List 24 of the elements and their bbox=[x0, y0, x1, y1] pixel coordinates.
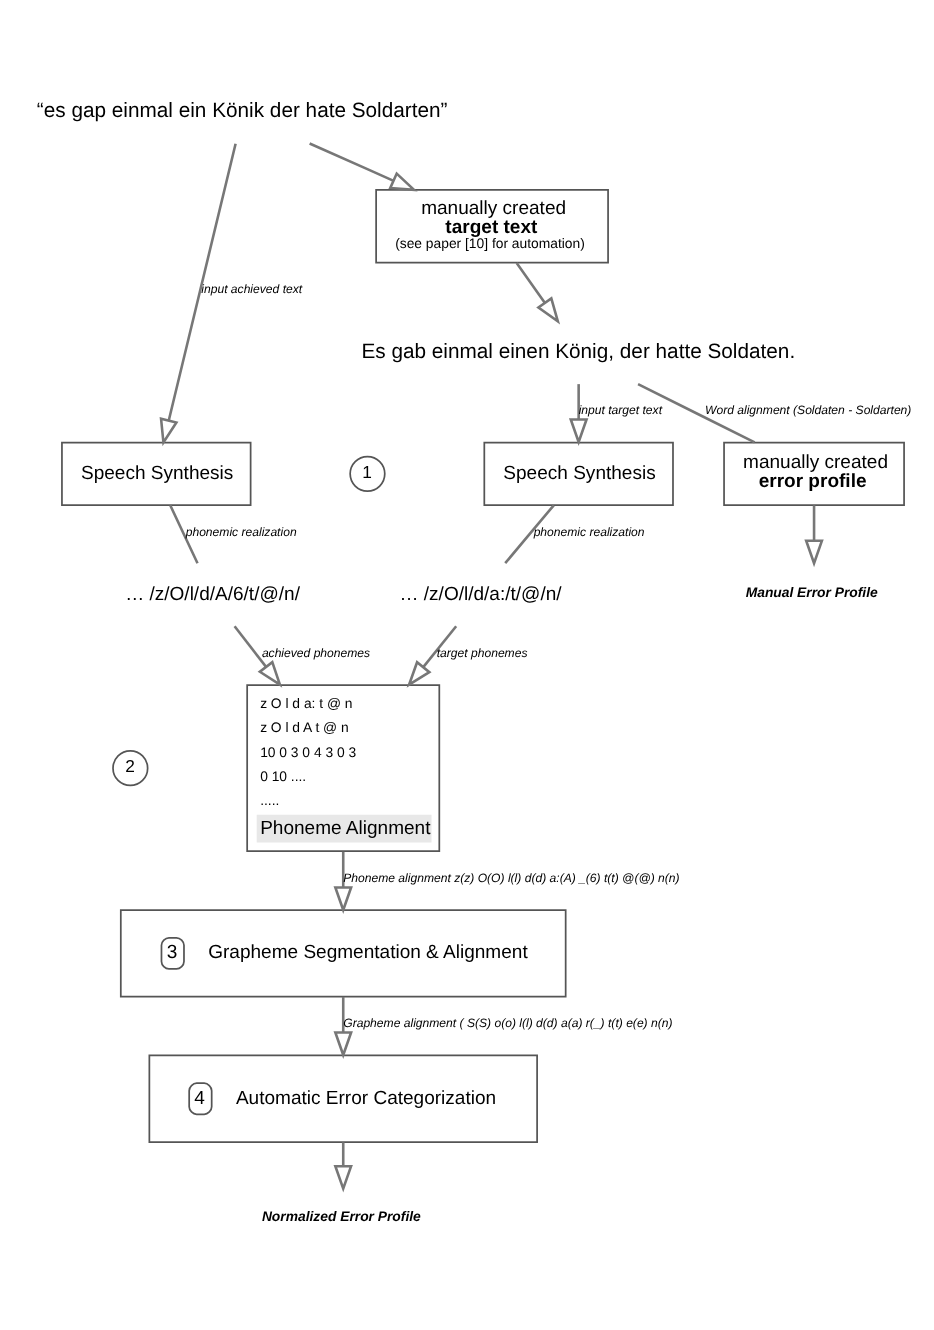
node-text: … /z/O/l/d/a:/t/@/n/ bbox=[399, 582, 562, 605]
arrow bbox=[309, 141, 418, 191]
node-text: “es gap einmal ein Könik der hate Soldarten” bbox=[36, 100, 448, 123]
node-text: … /z/O/l/d/A/6/t/@/n/ bbox=[125, 582, 300, 605]
node-box: 4 Automatic Error Categorization bbox=[148, 1053, 538, 1142]
node-box: 3 Grapheme Segmentation & Alignment bbox=[119, 908, 567, 997]
connector bbox=[169, 503, 199, 563]
arrow bbox=[568, 383, 589, 445]
connector bbox=[504, 503, 555, 564]
node-box: Speech Synthesis bbox=[61, 440, 252, 505]
node-box: Speech Synthesis bbox=[483, 440, 674, 505]
arrow bbox=[333, 995, 353, 1058]
arrow bbox=[159, 142, 237, 446]
arrow bbox=[333, 850, 353, 913]
arrow bbox=[515, 261, 561, 324]
label: 2 bbox=[125, 755, 135, 776]
connector bbox=[637, 381, 756, 443]
arrow bbox=[804, 504, 824, 567]
arrow bbox=[406, 624, 458, 687]
node-text: Es gab einmal einen König, der hatte Soldaten. bbox=[361, 341, 796, 364]
node-box: manually created error profile bbox=[723, 440, 905, 505]
arrow bbox=[333, 1141, 353, 1192]
label: 1 bbox=[362, 461, 372, 482]
arrow bbox=[233, 624, 283, 687]
